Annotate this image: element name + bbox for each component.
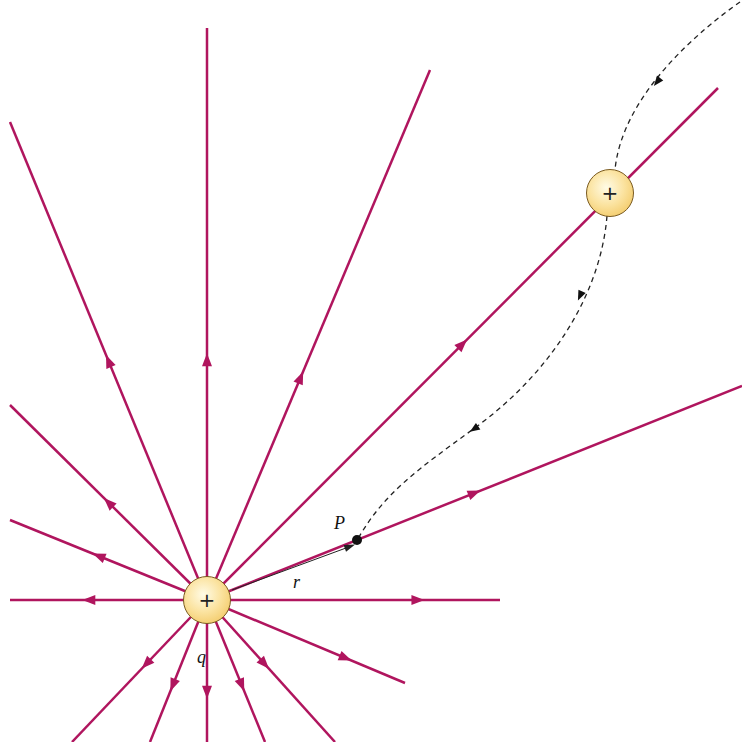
trajectory-arrowhead (578, 290, 586, 301)
charge-sign: + (602, 183, 619, 203)
field-arrowhead (93, 554, 107, 564)
field-arrowhead (454, 339, 467, 352)
field-arrowhead (467, 491, 481, 500)
field-line (207, 70, 430, 600)
field-line (10, 405, 207, 600)
r-arrow-line (232, 548, 346, 590)
field-arrowhead (235, 677, 245, 691)
field-arrowhead (170, 677, 179, 691)
field-lines (10, 28, 742, 742)
charge-sign: + (199, 590, 216, 610)
field-arrowhead (106, 355, 116, 369)
field-arrowhead (142, 656, 155, 669)
field-arrowhead (104, 498, 117, 511)
field-line (206, 28, 209, 600)
distance-label: r (293, 572, 300, 592)
point-label: P (334, 513, 345, 533)
trajectory-arrowhead (654, 76, 663, 86)
field-line (72, 600, 207, 742)
field-arrowhead (411, 595, 424, 605)
field-arrowhead (202, 686, 212, 699)
charge-label: q (197, 647, 206, 667)
field-line (207, 600, 335, 742)
field-line (207, 386, 742, 600)
field-line (10, 520, 207, 600)
field-arrowhead (202, 353, 212, 366)
dashed-trajectory (359, 216, 607, 537)
trajectory-arrowhead (470, 423, 481, 432)
dashed-trajectory (615, 2, 740, 170)
field-line (10, 122, 207, 600)
r-arrowhead (344, 545, 356, 552)
charge-circle: + (183, 576, 231, 624)
point-dot (352, 535, 362, 545)
field-line (207, 599, 500, 602)
field-arrowhead (257, 656, 269, 669)
field-line (10, 599, 207, 602)
charge-circle: + (586, 169, 634, 217)
field-arrowhead (294, 371, 304, 385)
field-arrowhead (82, 595, 95, 605)
field-line (207, 88, 718, 600)
field-arrowhead (338, 651, 352, 661)
test-charge-path (359, 2, 740, 537)
